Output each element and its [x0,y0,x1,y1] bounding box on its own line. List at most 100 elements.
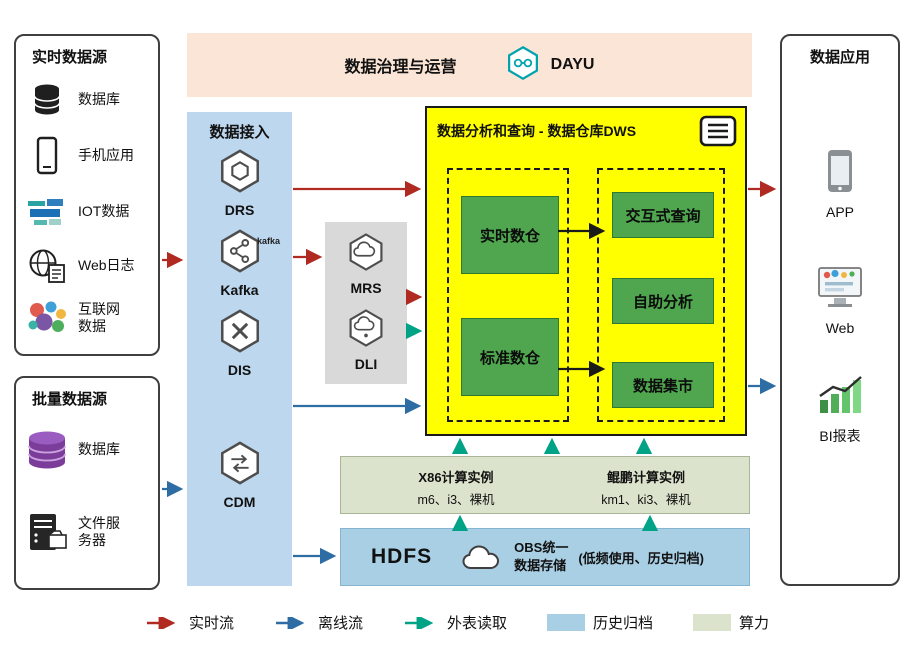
service-kafka: kafka Kafka [187,228,292,298]
mrs-icon [346,233,386,276]
governance-banner: 数据治理与运营 DAYU [187,33,752,97]
governance-title: 数据治理与运营 [344,59,457,76]
legend-item-offline-flow: 离线流 [274,612,363,633]
web-log-icon [24,243,70,289]
kunpeng-compute-block: 鲲鹏计算实例 km1、ki3、裸机 [546,467,746,508]
kunpeng-detail: km1、ki3、裸机 [601,493,691,507]
source-label: 手机应用 [78,147,134,164]
x86-detail: m6、i3、裸机 [417,493,495,507]
service-drs: DRS [187,148,292,218]
legend-swatch-compute [693,614,732,631]
batch-sources-panel: 批量数据源 数据库 [14,376,160,590]
warehouse-group: 实时数仓 标准数仓 [447,168,569,422]
service-mrs: MRS [325,232,407,296]
bi-report-icon [816,376,864,420]
service-label: DIS [227,362,252,378]
legend-item-realtime-flow: 实时流 [145,612,234,633]
module-data-mart: 数据集市 [612,362,714,408]
source-row-database: 数据库 [24,76,158,124]
source-row-mobile: 手机应用 [24,132,158,180]
module-label: 自助分析 [632,293,693,311]
legend-item-archive: 历史归档 [547,612,653,633]
legend-arrow-external [404,616,434,629]
source-label: IOT数据 [78,203,130,220]
data-access-title: 数据接入 [209,124,270,141]
internet-data-icon [24,295,70,341]
kafka-icon [217,229,263,278]
service-label: MRS [350,280,382,296]
dayu-icon [505,45,541,86]
data-applications-title: 数据应用 [809,49,870,66]
module-label: 标准数仓 [479,349,540,367]
module-label: 交互式查询 [625,207,701,225]
dayu-brand: DAYU [505,45,595,86]
app-row-bi: BI报表 [782,374,898,446]
service-label: CDM [223,494,256,510]
kunpeng-title: 鲲鹏计算实例 [606,470,685,485]
batch-sources-title: 批量数据源 [32,391,108,408]
source-row-internet: 互联网数据 [24,294,158,342]
data-access-column: 数据接入 DRS kafka [187,112,292,586]
obs-cloud-icon [460,541,506,573]
legend-label: 实时流 [188,615,234,632]
data-applications-panel: 数据应用 APP [780,34,900,586]
source-label: 数据库 [78,441,120,458]
cdm-icon [217,441,263,490]
legend-label: 外表读取 [446,615,507,632]
web-icon [816,267,864,314]
storage-note: (低频使用、历史归档) [578,550,705,566]
source-row-file-server: 文件服务器 [24,502,158,562]
dis-icon [217,309,263,358]
legend-item-compute: 算力 [693,612,769,633]
realtime-sources-panel: 实时数据源 数据库 手机应用 [14,34,160,356]
dws-box: 数据分析和查询 - 数据仓库DWS 实时数仓 标准数仓 交互式查询 自助分析 [425,106,747,436]
drs-icon [217,149,263,198]
mobile-phone-icon [24,133,70,179]
x86-compute-block: X86计算实例 m6、i3、裸机 [356,467,556,508]
legend-arrow-realtime [146,616,176,629]
module-standard-warehouse: 标准数仓 [461,318,559,396]
obs-line1: OBS统一 [514,540,569,556]
batch-database-icon [24,427,70,473]
app-label: BI报表 [819,428,861,444]
service-label: DLI [354,356,378,372]
module-label: 实时数仓 [479,227,540,245]
legend-arrow-offline [275,616,305,629]
source-row-weblog: Web日志 [24,242,158,290]
dli-icon [346,309,386,352]
source-label: Web日志 [78,257,135,274]
iot-icon [24,189,70,235]
legend-label: 算力 [739,615,770,632]
analytics-group: 交互式查询 自助分析 数据集市 [597,168,725,422]
app-icon [825,150,855,198]
dayu-label: DAYU [550,56,595,73]
module-interactive-query: 交互式查询 [612,192,714,238]
module-realtime-warehouse: 实时数仓 [461,196,559,274]
obs-line2: 数据存储 [514,558,567,573]
source-label: 数据库 [78,91,120,108]
storage-bar: HDFS OBS统一 数据存储 (低频使用、历史归档) [340,528,750,586]
service-dis: DIS [187,308,292,378]
database-icon [24,77,70,123]
x86-title: X86计算实例 [418,470,494,485]
legend-label: 离线流 [317,615,363,632]
obs-storage-label: OBS统一 数据存储 [514,539,568,574]
app-label: Web [825,320,855,336]
legend-label: 历史归档 [593,615,654,632]
source-label: 互联网数据 [78,300,120,335]
dws-title: 数据分析和查询 - 数据仓库DWS [437,123,637,139]
app-label: APP [825,204,854,220]
app-row-web: Web [782,264,898,336]
kafka-logo: kafka [257,236,281,246]
realtime-sources-title: 实时数据源 [32,49,108,66]
service-dli: DLI [325,308,407,372]
service-label: Kafka [220,282,259,298]
service-label: DRS [224,202,255,218]
app-row-app: APP [782,148,898,220]
compute-services-panel: MRS DLI [325,222,407,384]
hdfs-label: HDFS [371,545,433,568]
module-label: 数据集市 [632,377,693,395]
legend-swatch-archive [547,614,585,631]
legend: 实时流 离线流 外表读取 历史归档 算力 [0,612,914,633]
module-self-service-analysis: 自助分析 [612,278,714,324]
